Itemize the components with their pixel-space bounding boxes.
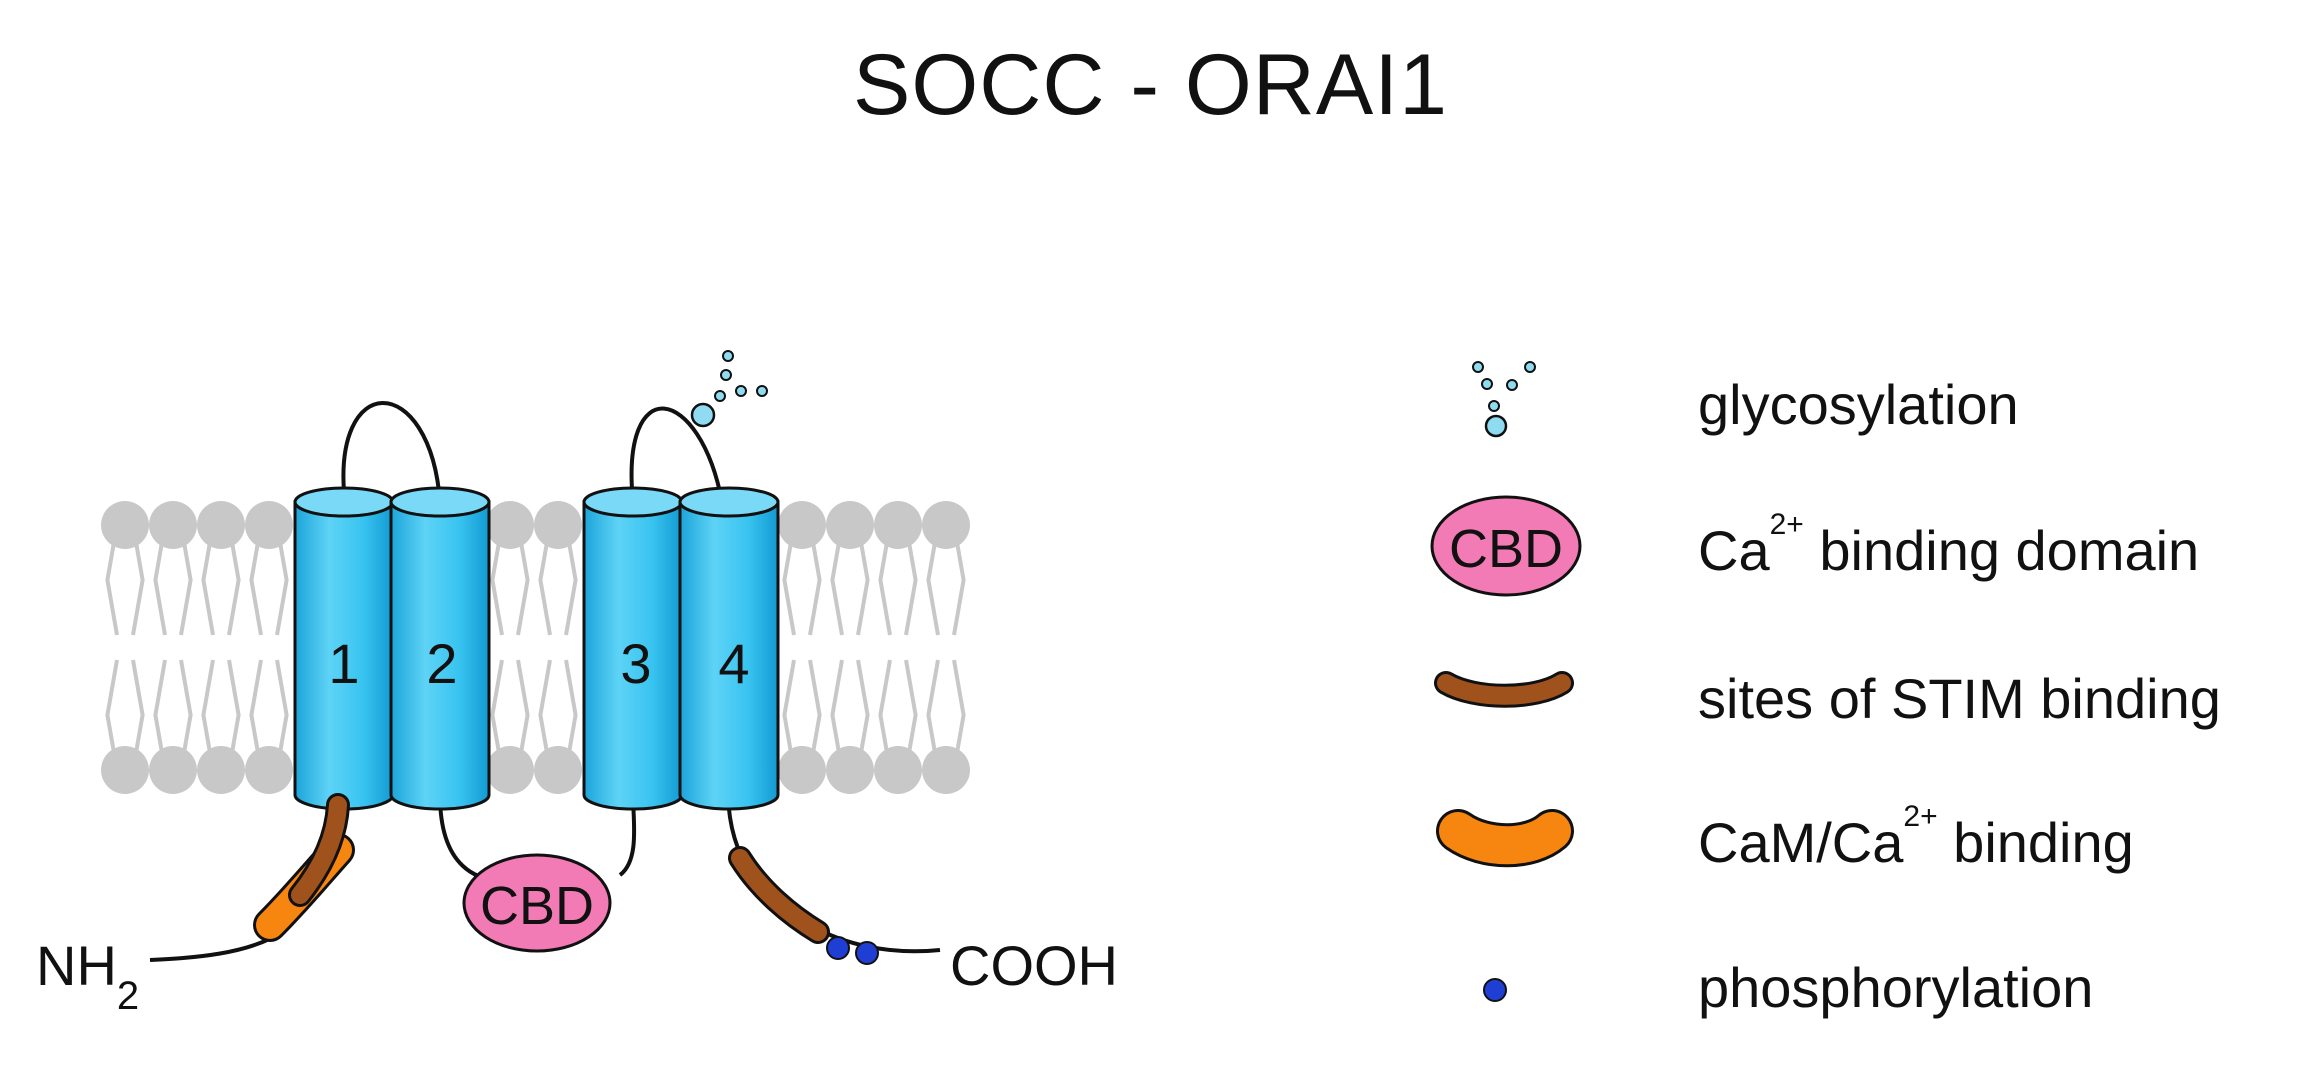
cbd-domain-label: CBD	[480, 876, 594, 936]
lipid-head	[922, 746, 970, 794]
glycosylation-site	[690, 350, 768, 428]
lipid-head	[534, 746, 582, 794]
extracellular-loop-3-4	[629, 406, 724, 503]
c-terminus-label: COOH	[950, 934, 1118, 997]
helix-1-label: 1	[328, 632, 359, 695]
legend-phosphorylation-icon	[1483, 978, 1507, 1002]
lipid-head	[245, 746, 293, 794]
helix-3-label: 3	[620, 632, 651, 695]
legend-cbd-icon: CBD	[1430, 495, 1582, 597]
legend-glycosylation-icon	[1472, 361, 1536, 438]
cbd-domain	[462, 853, 612, 953]
lipid-head	[826, 501, 874, 549]
lipid-head	[197, 501, 245, 549]
diagram-title: SOCC - ORAI1	[853, 37, 1448, 133]
lipid-head	[874, 501, 922, 549]
helix-2	[389, 486, 491, 811]
lipid-head	[486, 501, 534, 549]
lipid-head	[778, 746, 826, 794]
lipid-bilayer	[101, 501, 970, 794]
legend-label-stim-binding: sites of STIM binding	[1698, 667, 2221, 730]
helix-4-label: 4	[718, 632, 749, 695]
c-terminus-binding-sites	[728, 846, 830, 944]
lipid-head	[874, 746, 922, 794]
phosphorylation-site-1	[826, 936, 850, 960]
phosphorylation-site-2	[855, 941, 879, 965]
lipid-head	[245, 501, 293, 549]
svg-text:CBD: CBD	[1449, 519, 1563, 579]
helix-2-label: 2	[426, 632, 457, 695]
lipid-head	[101, 501, 149, 549]
n-terminus-label: NH2	[36, 934, 139, 1018]
legend-label-ca-binding-domain: Ca2+ binding domain	[1698, 508, 2200, 582]
helix-4	[678, 486, 780, 811]
lipid-head	[101, 746, 149, 794]
legend-stim-site-icon	[1434, 671, 1574, 708]
legend-label-phosphorylation: phosphorylation	[1698, 956, 2094, 1019]
lipid-head	[149, 746, 197, 794]
lipid-head	[826, 746, 874, 794]
lipid-head	[149, 501, 197, 549]
extracellular-loop-1-2	[341, 401, 442, 503]
legend-label-cam-binding: CaM/Ca2+ binding	[1698, 800, 2134, 874]
lipid-head	[197, 746, 245, 794]
legend-label-glycosylation: glycosylation	[1698, 373, 2019, 436]
n-terminus-binding-sites	[253, 793, 355, 942]
lipid-head	[486, 746, 534, 794]
legend-cam-site-icon	[1436, 809, 1574, 868]
lipid-head	[534, 501, 582, 549]
lipid-head	[922, 501, 970, 549]
lipid-head	[778, 501, 826, 549]
